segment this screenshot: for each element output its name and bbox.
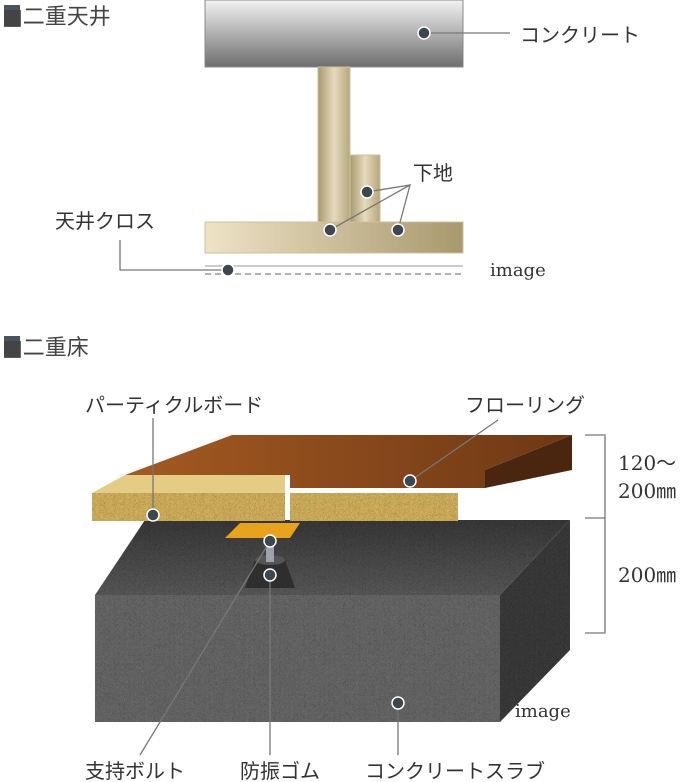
heading-square-icon	[4, 336, 20, 352]
ceiling-cloth-marker	[221, 263, 235, 277]
slab-marker	[391, 696, 405, 710]
base-marker	[323, 223, 337, 237]
ceiling-heading: ■二重天井	[2, 5, 111, 30]
upper-dimension-line1: 120～	[618, 451, 676, 475]
rubber-label: 防振ゴム	[240, 759, 320, 782]
support-bolt-marker	[263, 534, 277, 548]
ceiling-section: ■二重天井 コンクリート 下地 天井クロス image	[2, 0, 640, 281]
flooring-side	[485, 435, 572, 488]
particle-board-left	[92, 493, 285, 521]
concrete-label: コンクリート	[520, 23, 640, 47]
slab-front	[95, 595, 500, 722]
particle-board-marker	[146, 508, 160, 522]
slab-side	[500, 520, 570, 722]
vertical-stud	[317, 66, 351, 223]
base-marker	[360, 185, 374, 199]
slab-top	[95, 520, 570, 595]
flooring-marker	[403, 474, 417, 488]
base-label: 下地	[413, 161, 453, 185]
heading-square-icon	[4, 5, 20, 21]
ceiling-image-note: image	[490, 260, 546, 281]
support-bolt-label: 支持ボルト	[85, 759, 185, 782]
particle-board-right	[290, 493, 458, 521]
upper-dimension-line2: 200㎜	[618, 479, 676, 503]
floor-heading: ■二重床	[2, 336, 89, 361]
concrete-marker	[417, 26, 431, 40]
ceiling-cloth-label: 天井クロス	[55, 209, 155, 233]
floor-section: ■二重床 パーティクルボード フローリング 支持ボルト 防振ゴム コンク	[2, 336, 676, 782]
slab-label: コンクリートスラブ	[365, 759, 545, 782]
base-marker	[391, 223, 405, 237]
support-plate	[225, 523, 300, 538]
particle-board-label: パーティクルボード	[85, 393, 263, 417]
floor-image-note: image	[515, 701, 571, 722]
dimension-bracket	[585, 434, 606, 634]
flooring-label: フローリング	[465, 393, 585, 417]
lower-dimension: 200㎜	[618, 563, 676, 587]
rubber-marker	[263, 568, 277, 582]
flooring-top	[125, 435, 572, 488]
